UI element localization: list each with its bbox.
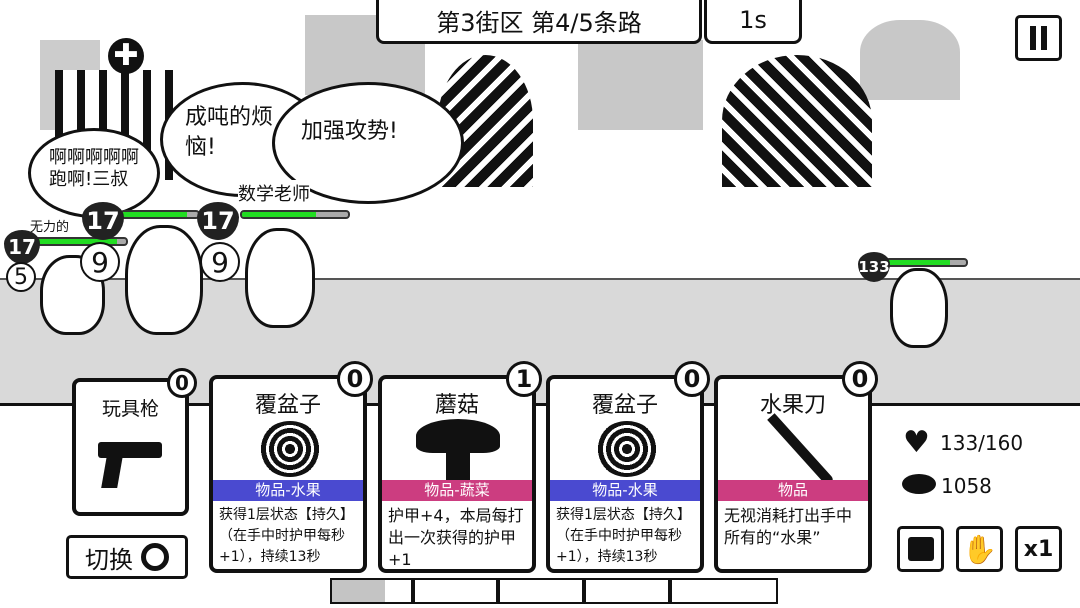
speed-button[interactable]: x1 [1015, 526, 1062, 572]
heart-icon: 133 [858, 252, 890, 282]
card-type: 物品 [718, 480, 868, 501]
health-value: 133/160 [940, 431, 1024, 455]
count-badge: 0 [337, 361, 373, 397]
card-description: 获得1层状态【持久】（在手中时护甲每秒+1），持续13秒 [556, 507, 691, 565]
weapon-name: 玩具枪 [101, 398, 159, 420]
coins-icon [902, 474, 936, 494]
pause-button[interactable] [1015, 15, 1062, 61]
bag-button[interactable] [897, 526, 944, 572]
switch-label: 切换 [85, 545, 133, 574]
progress-segment [670, 578, 778, 604]
armor-badge: 9 [200, 242, 240, 282]
progress-segment [584, 578, 670, 604]
speed-label: x1 [1023, 536, 1054, 562]
ally-name: 无力的 [30, 220, 70, 235]
raspberry-icon [596, 421, 658, 477]
pistol-icon [98, 442, 162, 458]
cathedral-building [722, 55, 872, 187]
card-type: 物品-水果 [550, 480, 700, 501]
item-card-fruit-knife[interactable]: 水果刀 物品 无视消耗打出手中所有的“水果” 0 [714, 361, 878, 573]
item-card-raspberry[interactable]: 覆盆子 物品-水果 获得1层状态【持久】（在手中时护甲每秒+1），持续13秒 0 [546, 361, 710, 573]
hand-icon: ✋ [962, 532, 997, 566]
timer-text: 1s [739, 6, 767, 34]
count-badge: 0 [674, 361, 710, 397]
card-description: 获得1层状态【持久】（在手中时护甲每秒+1），持续13秒 [219, 507, 354, 565]
card-description: 护甲+4，本局每打出一次获得的护甲+1 [388, 506, 524, 569]
coins-value: 1058 [941, 474, 992, 498]
heart-icon: ♥ [903, 425, 930, 460]
ally-name: 数学老师 [238, 180, 310, 206]
location-label: 第3街区 第4/5条路 [376, 0, 702, 44]
item-card-mushroom[interactable]: 蘑菇 物品-蔬菜 护甲+4，本局每打出一次获得的护甲+1 1 [378, 361, 542, 573]
ally-character[interactable] [125, 225, 203, 335]
background-building [578, 40, 703, 130]
card-name: 覆盆子 [254, 393, 321, 418]
enemy-hp-bar [885, 258, 968, 267]
raspberry-icon [259, 421, 321, 477]
progress-segment [498, 578, 584, 604]
enemy-character[interactable] [890, 268, 948, 348]
mushroom-icon [416, 419, 500, 453]
weapon-card[interactable]: 玩具枪 0 [72, 368, 197, 516]
card-name: 水果刀 [759, 393, 826, 418]
card-description: 无视消耗打出手中所有的“水果” [724, 506, 853, 547]
switch-button[interactable]: 切换 [66, 535, 188, 579]
card-type: 物品-水果 [213, 480, 363, 501]
speech-text: 加强攻势! [301, 119, 398, 144]
heart-icon: 17 [197, 202, 239, 240]
ally-hp-bar [240, 210, 350, 219]
item-card-raspberry[interactable]: 覆盆子 物品-水果 获得1层状态【持久】（在手中时护甲每秒+1），持续13秒 0 [209, 361, 373, 573]
card-name: 覆盆子 [591, 393, 658, 418]
speech-text: 啊啊啊啊啊跑啊!三叔 [49, 147, 139, 190]
mushroom-stem [446, 451, 470, 481]
ally-hp-bar [120, 210, 200, 219]
ally-character[interactable] [245, 228, 315, 328]
heart-icon: 17 [4, 230, 40, 264]
background-building [860, 20, 960, 100]
progress-segment [413, 578, 498, 604]
heart-icon: 17 [82, 202, 124, 240]
card-name: 蘑菇 [434, 393, 479, 418]
hospital-cross-icon: ✚ [108, 38, 144, 74]
progress-segment [330, 578, 413, 604]
location-text: 第3街区 第4/5条路 [436, 8, 642, 37]
hand-button[interactable]: ✋ [956, 526, 1003, 572]
count-badge: 0 [842, 361, 878, 397]
timer-label: 1s [704, 0, 802, 44]
knife-icon [767, 413, 835, 487]
ally-hp-bar [30, 237, 128, 246]
speech-text: 成吨的烦恼! [185, 105, 274, 160]
switch-icon [141, 543, 169, 571]
level-progress-fill [332, 580, 386, 602]
bag-icon [907, 537, 934, 561]
count-badge: 0 [167, 368, 197, 398]
count-badge: 1 [506, 361, 542, 397]
armor-badge: 5 [6, 262, 36, 292]
armor-badge: 9 [80, 242, 120, 282]
card-type: 物品-蔬菜 [382, 480, 532, 501]
pistol-grip [101, 456, 123, 488]
